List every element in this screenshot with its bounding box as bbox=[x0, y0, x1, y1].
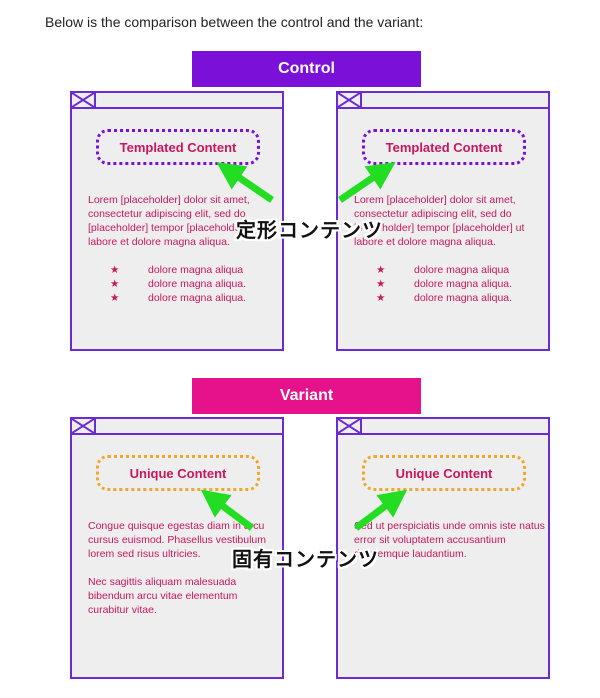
control-page-right: Templated Content Lorem [placeholder] do… bbox=[336, 91, 550, 351]
star-icon: ★ bbox=[110, 264, 120, 276]
bullet-list: ★dolore magna aliqua ★dolore magna aliqu… bbox=[110, 263, 246, 305]
variant-page-right: Unique Content Sed ut perspiciatis unde … bbox=[336, 417, 550, 679]
close-x-icon bbox=[338, 93, 362, 107]
variant-paragraph-2: Nec sagittis aliquam malesuada bibendum … bbox=[88, 576, 238, 616]
control-label: Control bbox=[192, 51, 421, 87]
close-x-icon bbox=[72, 419, 96, 433]
templated-content-box: Templated Content bbox=[96, 129, 260, 165]
window-titlebar bbox=[338, 93, 548, 109]
list-item: ★dolore magna aliqua. bbox=[376, 292, 513, 304]
overlay-label-control: 定形コンテンツ bbox=[236, 220, 383, 242]
star-icon: ★ bbox=[110, 292, 120, 304]
list-item: ★dolore magna aliqua bbox=[110, 264, 244, 276]
unique-content-box: Unique Content bbox=[362, 455, 526, 491]
list-item: ★dolore magna aliqua. bbox=[110, 278, 247, 290]
star-icon: ★ bbox=[110, 278, 120, 290]
overlay-label-variant: 固有コンテンツ bbox=[232, 549, 379, 571]
intro-text: Below is the comparison between the cont… bbox=[45, 14, 424, 30]
list-item: ★dolore magna aliqua bbox=[376, 264, 510, 276]
window-titlebar bbox=[72, 419, 282, 435]
star-icon: ★ bbox=[376, 278, 386, 290]
templated-content-box: Templated Content bbox=[362, 129, 526, 165]
window-titlebar bbox=[72, 93, 282, 109]
lorem-paragraph: Lorem [placeholder] dolor sit amet, cons… bbox=[354, 194, 525, 248]
lorem-paragraph: Lorem [placeholder] dolor sit amet, cons… bbox=[88, 194, 259, 248]
star-icon: ★ bbox=[376, 292, 386, 304]
close-x-icon bbox=[72, 93, 96, 107]
star-icon: ★ bbox=[376, 264, 386, 276]
unique-content-box: Unique Content bbox=[96, 455, 260, 491]
bullet-list: ★dolore magna aliqua ★dolore magna aliqu… bbox=[376, 263, 512, 305]
variant-page-left: Unique Content Congue quisque egestas di… bbox=[70, 417, 284, 679]
list-item: ★dolore magna aliqua. bbox=[376, 278, 513, 290]
list-item: ★dolore magna aliqua. bbox=[110, 292, 247, 304]
window-titlebar bbox=[338, 419, 548, 435]
close-x-icon bbox=[338, 419, 362, 433]
control-page-left: Templated Content Lorem [placeholder] do… bbox=[70, 91, 284, 351]
variant-paragraph-1: Sed ut perspiciatis unde omnis iste natu… bbox=[354, 520, 545, 560]
variant-label: Variant bbox=[192, 378, 421, 414]
